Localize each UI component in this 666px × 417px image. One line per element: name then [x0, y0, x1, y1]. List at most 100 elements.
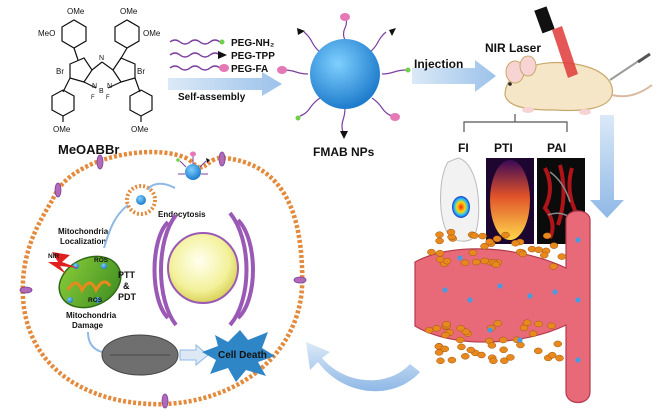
ome-label: OMe [120, 7, 138, 16]
vessel-nanoparticles [442, 237, 581, 363]
self-assembly-label: Self-assembly [178, 92, 246, 103]
tumor-cell [549, 242, 559, 249]
molecule-labels: OMe MeO OMe OMe Br Br N N N B F F OMe OM… [38, 7, 161, 157]
imaging-label-fi: FI [458, 141, 469, 155]
imaging-panel: FI PTI PAI [440, 114, 585, 244]
f-label: F [106, 95, 110, 101]
peg-item-label: PEG-FA [231, 64, 268, 75]
tumor-cell [427, 248, 436, 256]
vessel-nanoparticle [552, 289, 558, 295]
tumor-cell [460, 259, 470, 267]
tumor-cell [501, 231, 510, 239]
tumor-cell [455, 336, 465, 344]
cell-death-label: Cell Death [218, 350, 267, 361]
return-arrow [306, 342, 420, 392]
tumor-cell [440, 345, 450, 353]
molecule-name: MeOABBr [58, 142, 119, 157]
therapy-label: PDT [118, 292, 137, 302]
tumor-cell [491, 261, 501, 268]
tumor-cell [485, 238, 494, 246]
vessel-nanoparticle [442, 287, 448, 293]
tumor-cell [456, 324, 465, 332]
tumor-cell [461, 353, 470, 360]
br-label: Br [56, 67, 64, 76]
tumor-cell [539, 251, 549, 259]
tumor-cell [436, 357, 445, 365]
meo-label: MeO [38, 29, 55, 38]
tumor-cell [457, 343, 466, 351]
tumor-cell [518, 250, 528, 258]
tumor-cell [466, 346, 476, 354]
tumor-cell [511, 239, 520, 247]
tumor-cell [424, 327, 434, 334]
laser-device [534, 6, 555, 34]
tumor-cell [547, 322, 556, 330]
tumor-cell [435, 237, 444, 245]
tumor-cell [468, 249, 478, 256]
mito-damage-label: Damage [72, 321, 104, 330]
br-label: Br [137, 67, 145, 76]
tumor-cell [442, 320, 451, 328]
golgi [152, 211, 255, 327]
tumor-cell [553, 340, 563, 348]
imaging-label-pti: PTI [494, 141, 513, 155]
peg-item-label: PEG-NH₂ [231, 38, 274, 49]
tumor-cell [542, 232, 552, 240]
n-label: N [99, 55, 104, 62]
tumor-cell [522, 319, 532, 326]
endosome [125, 184, 157, 216]
ome-label: OMe [143, 29, 161, 38]
ros-label: ROS [94, 257, 109, 264]
vessel-nanoparticle [517, 337, 523, 343]
tumor-cell [446, 228, 456, 236]
down-arrow [590, 115, 624, 218]
imaging-label-pai: PAI [547, 141, 566, 155]
vessel-nanoparticle [575, 357, 581, 363]
tumor-cell [555, 354, 564, 362]
mito-damage-label: Mitochondria [66, 311, 117, 320]
vessel-nanoparticle [575, 237, 581, 243]
injection-arrow: Injection [412, 57, 496, 92]
tumor-cells [424, 228, 567, 365]
tumor-cell [487, 342, 497, 349]
tumor-cell [498, 336, 508, 344]
mito-localization-label: Mitochondria [58, 227, 109, 236]
tumor-cell [534, 246, 543, 254]
vessel-nanoparticle [467, 297, 473, 303]
tumor-cell [547, 351, 557, 359]
tumor-cell [478, 232, 487, 240]
tumor-cell [506, 354, 515, 361]
nir-label: NIR [48, 253, 60, 260]
death-arrow [179, 343, 209, 367]
tumor-cell [533, 347, 543, 355]
molecule-structure [51, 19, 153, 122]
f-label: F [91, 95, 95, 101]
tumor-cell [470, 232, 479, 239]
cell: Endocytosis Mitochondria Localization RO… [19, 149, 307, 409]
n-label: N [92, 83, 97, 90]
nucleus [167, 232, 239, 304]
tumor-cell [489, 357, 498, 365]
tumor-cell [557, 253, 567, 260]
self-assembly-arrow [168, 72, 282, 96]
laser-label: NIR Laser [485, 41, 541, 55]
fmab-nanoparticle: FMAB NPs [277, 13, 411, 159]
ome-label: OMe [53, 125, 71, 134]
vessel-nanoparticle [497, 283, 503, 289]
cell-death-burst [202, 330, 275, 382]
nir-bolt-icon [48, 252, 78, 274]
tumor-cell [432, 325, 441, 332]
tumor-cell [435, 231, 444, 238]
ome-label: OMe [67, 7, 85, 16]
tumor-cell [534, 320, 543, 328]
ome-label: OMe [131, 125, 149, 134]
injection-label: Injection [414, 57, 463, 71]
tumor-cell [493, 320, 502, 327]
vessel-nanoparticle [487, 327, 493, 333]
tumor-cell [499, 346, 508, 354]
tumor-cell [447, 356, 457, 364]
tumor-cell [441, 331, 450, 339]
tumor-cell [435, 256, 445, 263]
tumor-cell [435, 249, 445, 257]
